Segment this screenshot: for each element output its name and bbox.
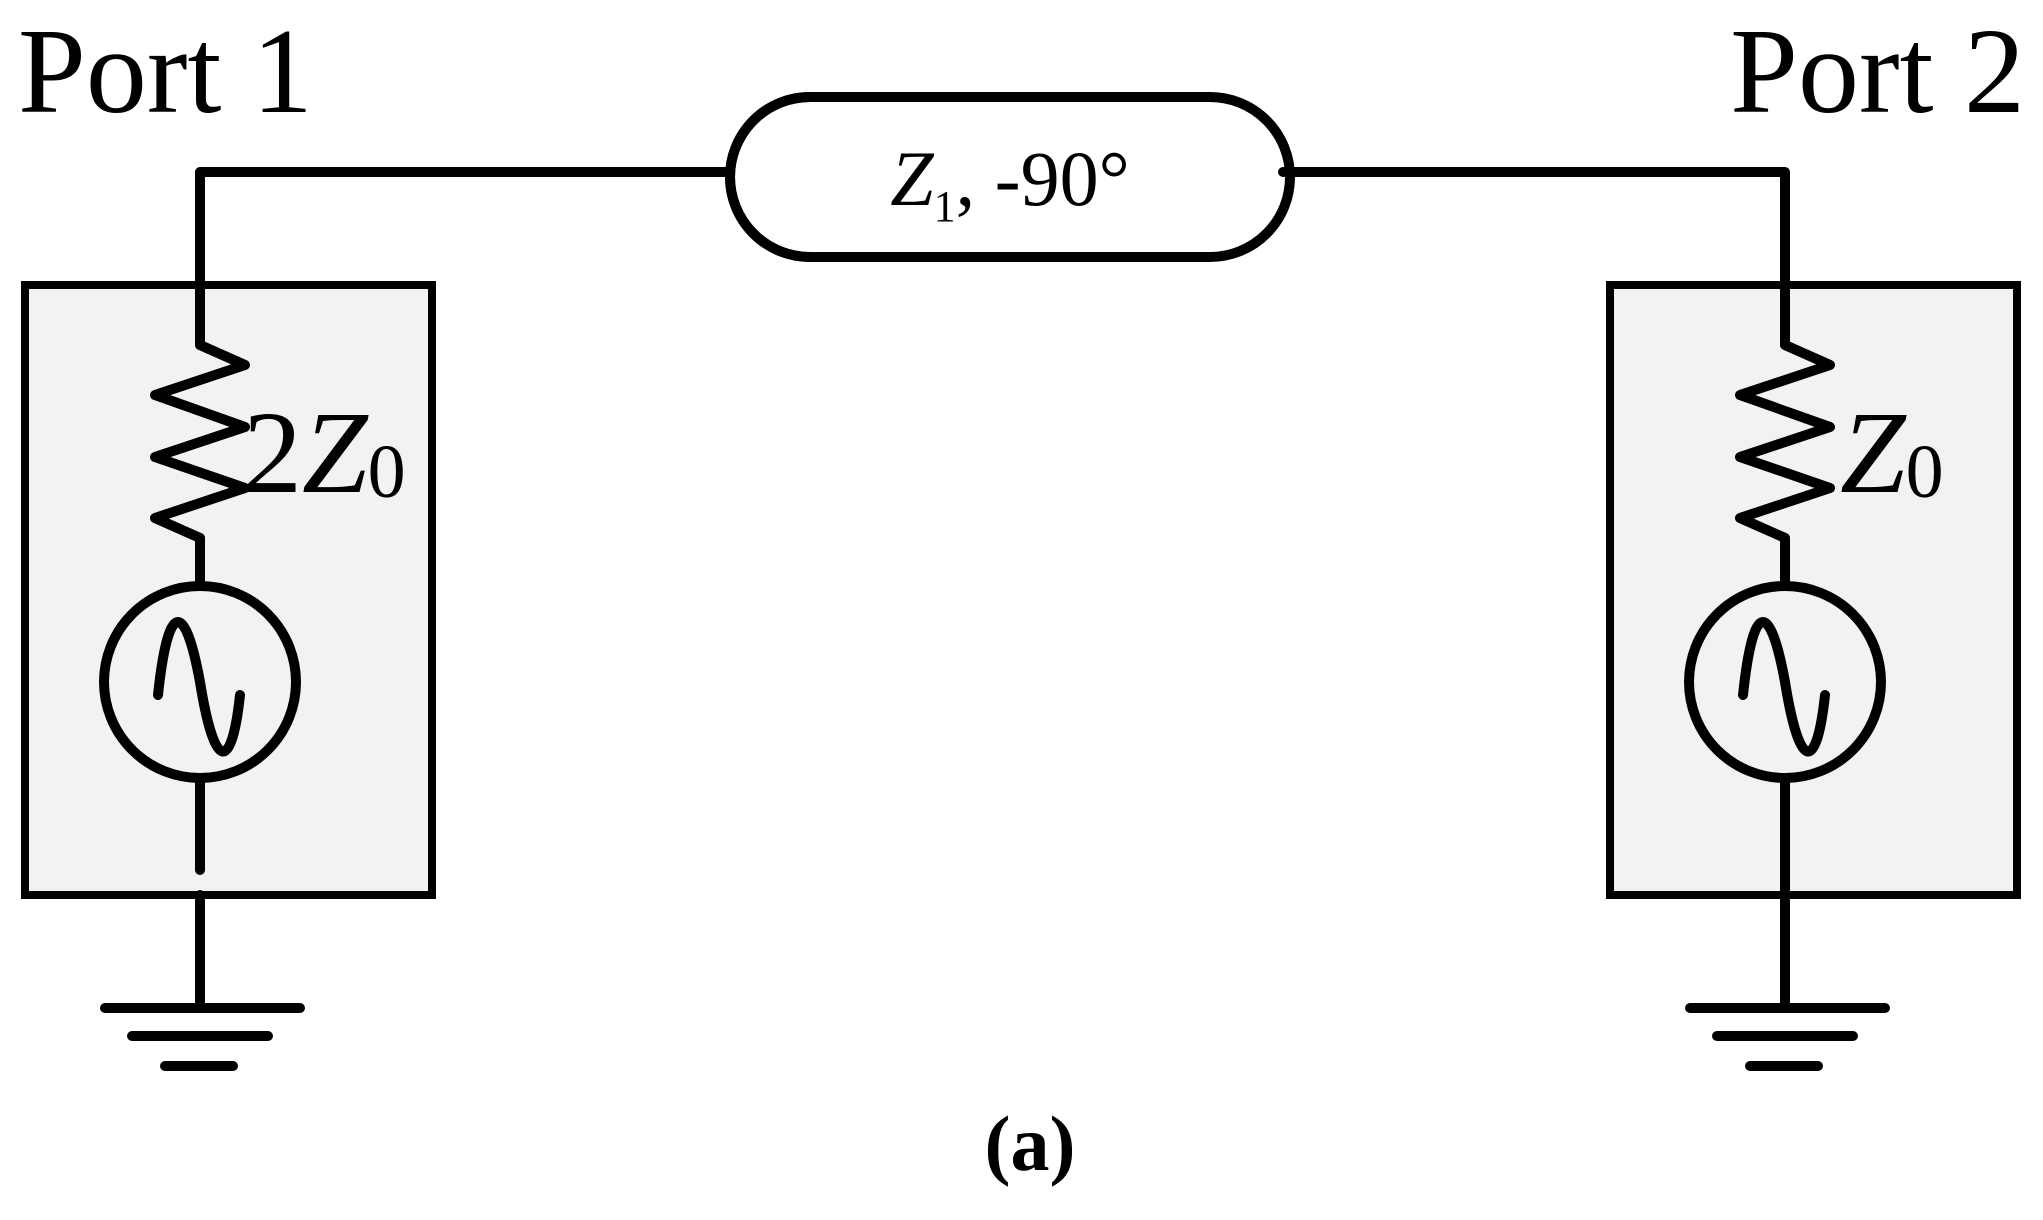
ground-icon — [1685, 1003, 1890, 1071]
line-symbol: Z — [890, 135, 935, 222]
figure-caption: (a) — [985, 1100, 1076, 1187]
resistor-icon — [1735, 340, 1835, 543]
port-1-label: Port 1 — [18, 4, 313, 139]
line-sub: 1 — [934, 182, 956, 231]
port-1-resistor-prefix: 2 — [243, 387, 302, 518]
transmission-line-icon — [725, 92, 1295, 262]
port-1-resistor-symbol: Z — [302, 387, 369, 518]
port-2-resistor-label: Z0 — [1840, 387, 1944, 518]
ground-icon — [100, 1003, 305, 1071]
port-1-resistor-label: 2Z0 — [243, 387, 406, 518]
line-label: Z1, -90° — [890, 135, 1130, 231]
port-1-resistor-sub: 0 — [368, 430, 406, 514]
line-phase: , -90° — [956, 135, 1130, 222]
port-2-top-wire — [1278, 167, 1790, 350]
port-2-label: Port 2 — [1730, 4, 2025, 139]
resistor-icon — [150, 340, 250, 543]
port-2-resistor-sub: 0 — [1906, 430, 1944, 514]
port-1-top-wire — [195, 167, 730, 350]
port-2-resistor-symbol: Z — [1840, 387, 1907, 518]
